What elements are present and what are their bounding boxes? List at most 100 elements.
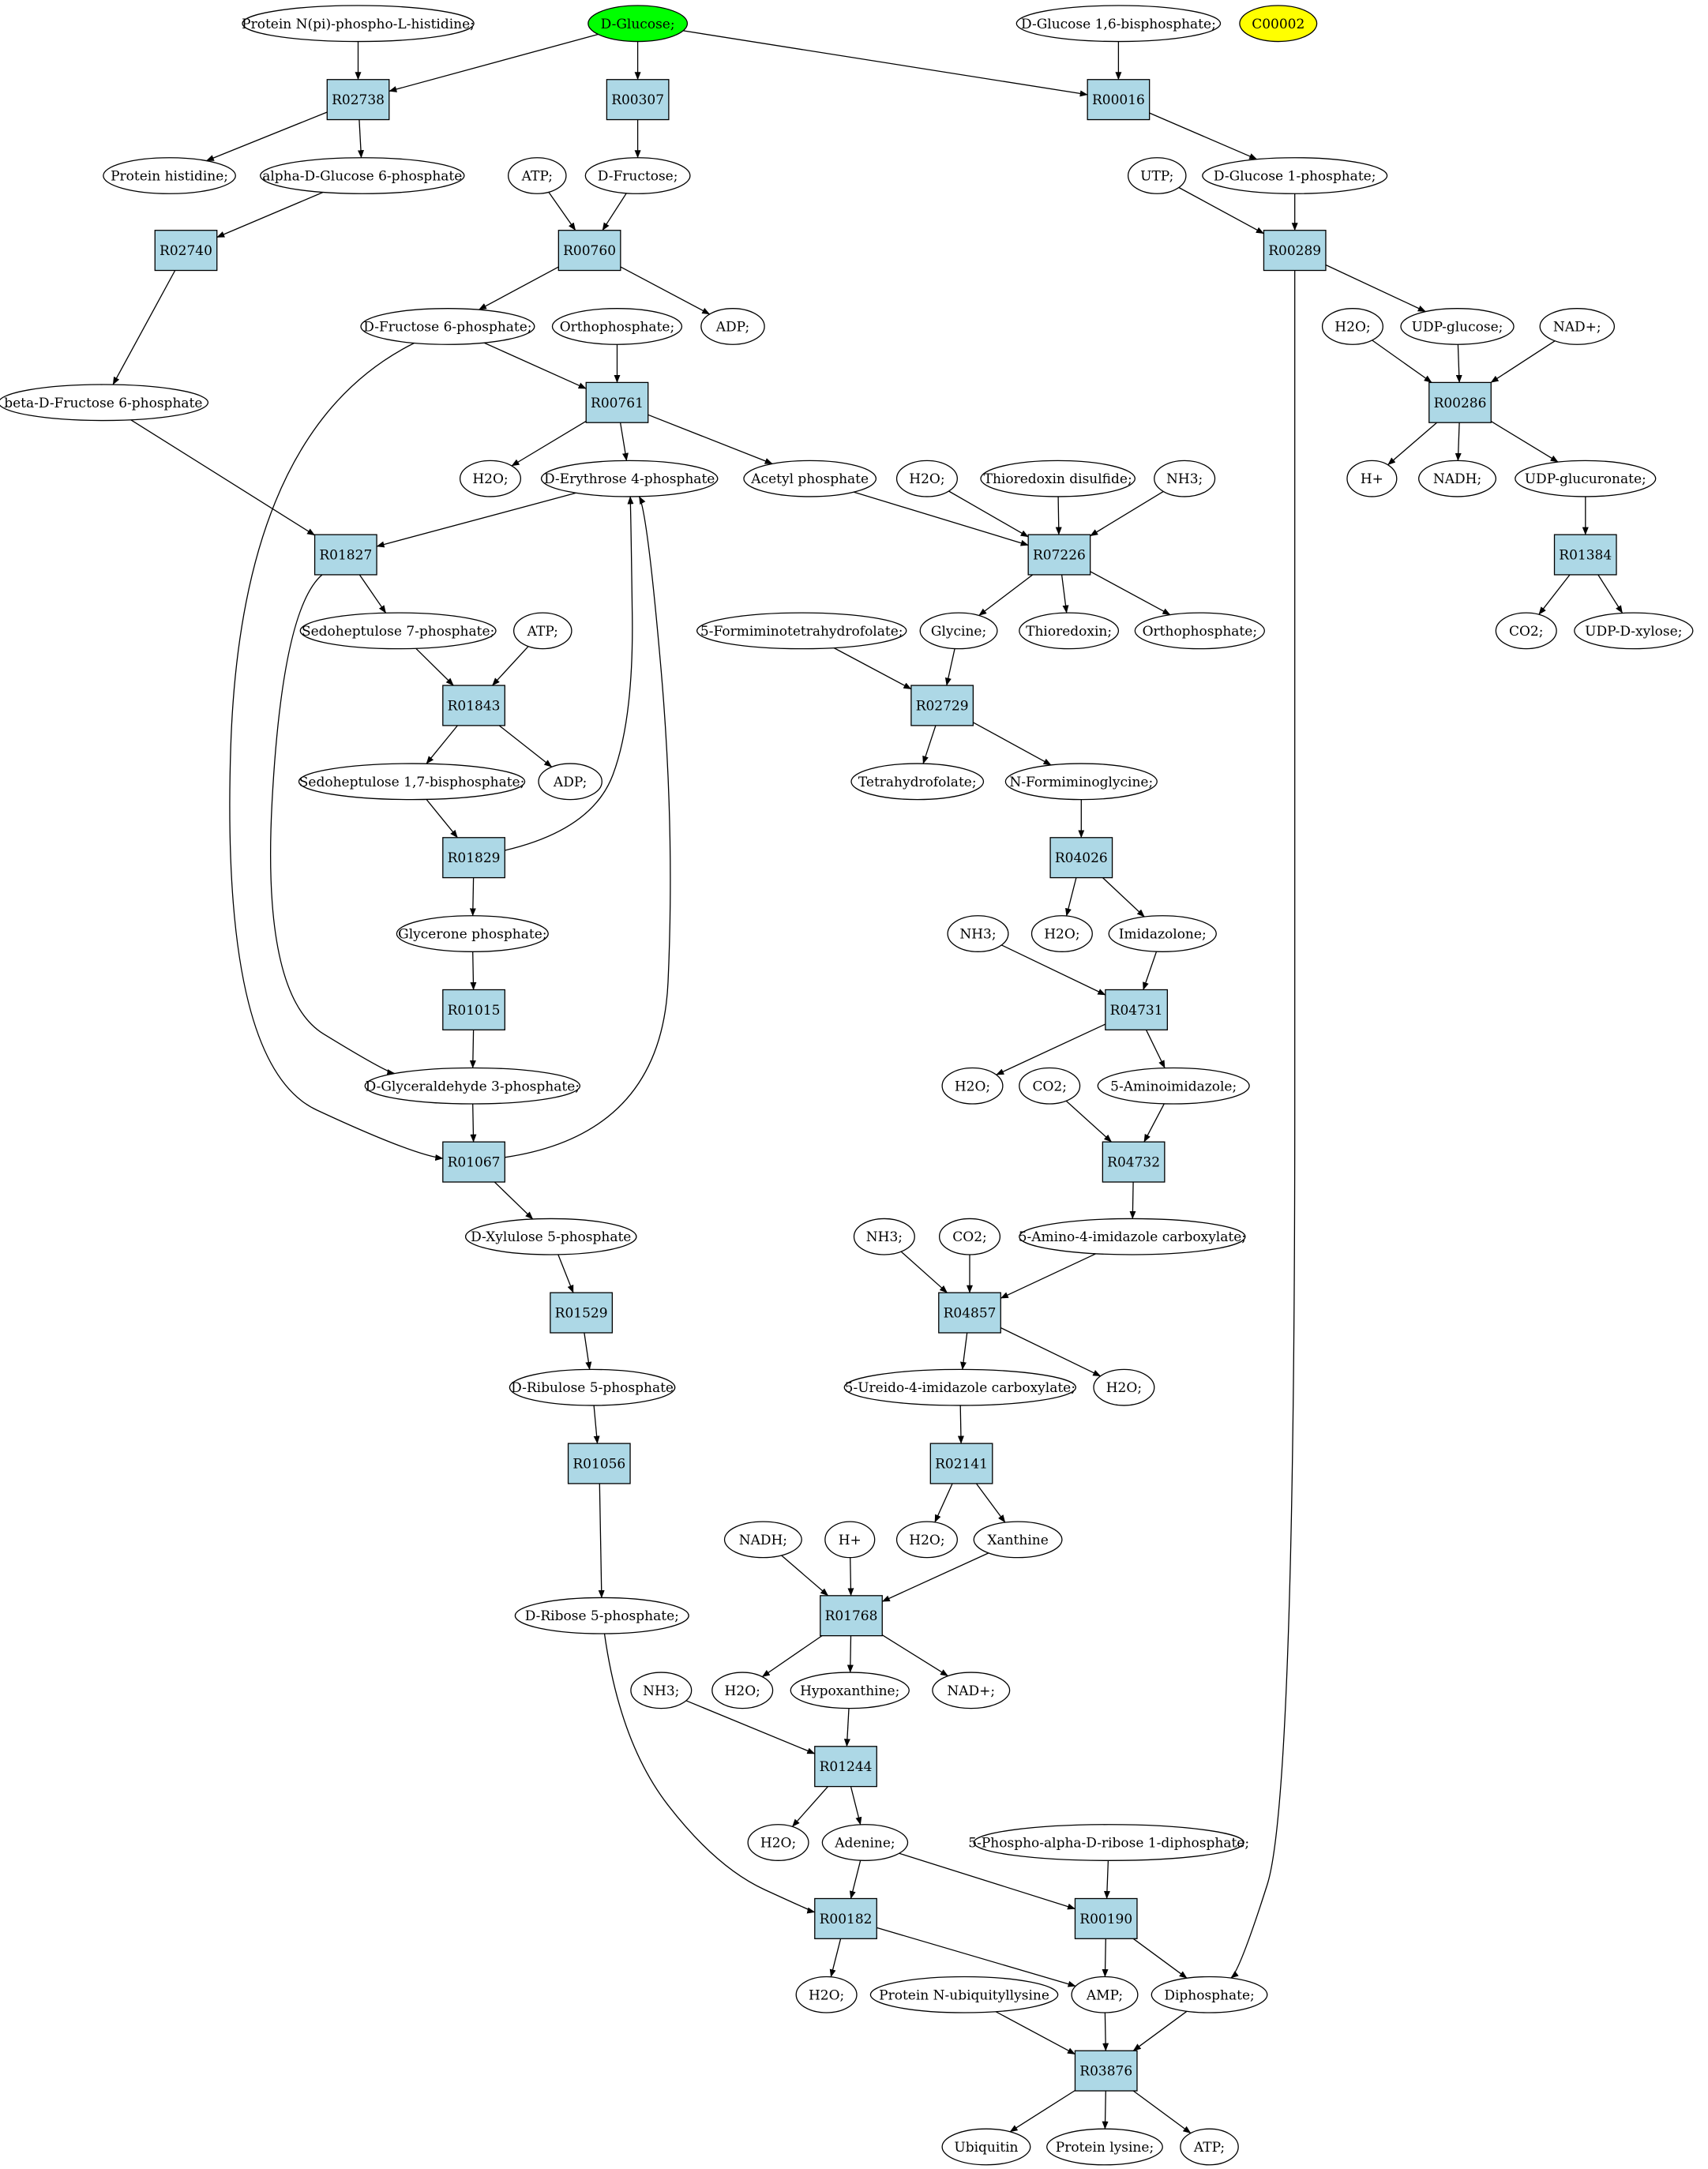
compound-node[interactable]: Ubiquitin bbox=[941, 2128, 1031, 2166]
compound-node[interactable]: ADP; bbox=[700, 308, 765, 345]
compound-node[interactable]: H2O; bbox=[895, 460, 958, 497]
compound-node[interactable]: Protein histidine; bbox=[103, 157, 236, 194]
compound-node[interactable]: NAD+; bbox=[1539, 308, 1616, 345]
reaction-node[interactable]: R01529 bbox=[550, 1292, 614, 1334]
compound-node[interactable]: CO2; bbox=[1495, 612, 1557, 650]
reaction-node[interactable]: R01829 bbox=[442, 837, 505, 879]
reaction-node[interactable]: R00307 bbox=[606, 79, 670, 121]
compound-node[interactable]: D-Glucose; bbox=[587, 5, 689, 43]
compound-node[interactable]: H2O; bbox=[1030, 915, 1093, 952]
compound-node[interactable]: CO2; bbox=[1019, 1067, 1081, 1105]
reaction-node[interactable]: R01056 bbox=[567, 1443, 631, 1484]
compound-node[interactable]: Tetrahydrofolate; bbox=[850, 763, 985, 801]
compound-node[interactable]: ATP; bbox=[508, 157, 567, 194]
compound-node[interactable]: Adenine; bbox=[821, 1824, 909, 1861]
compound-node[interactable]: Orthophosphate; bbox=[551, 308, 683, 345]
compound-node[interactable]: D-Fructose; bbox=[584, 157, 691, 194]
compound-node[interactable]: UDP-D-xylose; bbox=[1574, 612, 1694, 650]
compound-node[interactable]: Orthophosphate; bbox=[1134, 612, 1265, 650]
compound-node[interactable]: NADH; bbox=[1418, 460, 1497, 497]
compound-node[interactable]: D-Xylulose 5-phosphate bbox=[464, 1218, 637, 1255]
compound-node[interactable]: D-Ribulose 5-phosphate bbox=[509, 1368, 676, 1406]
reaction-node[interactable]: R03876 bbox=[1074, 2050, 1138, 2092]
reaction-node[interactable]: R01244 bbox=[814, 1746, 877, 1788]
compound-node[interactable]: H2O; bbox=[1321, 308, 1383, 345]
reaction-node[interactable]: R04731 bbox=[1105, 989, 1168, 1030]
compound-node[interactable]: D-Glyceraldehyde 3-phosphate; bbox=[364, 1067, 581, 1105]
compound-node[interactable]: H2O; bbox=[941, 1067, 1004, 1105]
reaction-node[interactable]: R00761 bbox=[585, 381, 649, 423]
reaction-node[interactable]: R01843 bbox=[442, 685, 505, 726]
compound-node[interactable]: Acetyl phosphate bbox=[743, 460, 877, 497]
compound-node[interactable]: ATP; bbox=[512, 612, 572, 650]
compound-node[interactable]: NH3; bbox=[1154, 460, 1216, 497]
compound-node[interactable]: Imidazolone; bbox=[1108, 915, 1217, 952]
reaction-node[interactable]: R04857 bbox=[938, 1292, 1001, 1334]
compound-node[interactable]: D-Glucose 1-phosphate; bbox=[1202, 157, 1388, 194]
reaction-node[interactable]: R07226 bbox=[1027, 534, 1091, 576]
reaction-node[interactable]: R00760 bbox=[557, 230, 621, 272]
reaction-node[interactable]: R02740 bbox=[154, 230, 218, 272]
reaction-node[interactable]: R01768 bbox=[820, 1595, 883, 1637]
reaction-node[interactable]: R02729 bbox=[910, 685, 974, 726]
compound-node[interactable]: Glycerone phosphate; bbox=[396, 915, 549, 952]
compound-node[interactable]: Protein N(pi)-phospho-L-histidine; bbox=[242, 5, 475, 43]
reaction-node[interactable]: R00182 bbox=[814, 1897, 877, 1939]
compound-node[interactable]: H+ bbox=[1346, 460, 1398, 497]
compound-node[interactable]: AMP; bbox=[1071, 1976, 1139, 2013]
compound-node[interactable]: Hypoxanthine; bbox=[790, 1672, 910, 1709]
compound-node[interactable]: 5-Phospho-alpha-D-ribose 1-diphosphate; bbox=[968, 1824, 1249, 1861]
compound-node[interactable]: H2O; bbox=[459, 460, 522, 497]
compound-node[interactable]: beta-D-Fructose 6-phosphate bbox=[0, 384, 209, 422]
compound-node[interactable]: D-Erythrose 4-phosphate bbox=[540, 460, 719, 497]
compound-node[interactable]: H2O; bbox=[795, 1976, 858, 2013]
reaction-node[interactable]: R02141 bbox=[929, 1443, 993, 1484]
compound-node[interactable]: alpha-D-Glucose 6-phosphate bbox=[260, 157, 465, 194]
reaction-node[interactable]: R01827 bbox=[313, 534, 377, 576]
compound-node[interactable]: ADP; bbox=[538, 763, 602, 801]
compound-node[interactable]: UDP-glucose; bbox=[1400, 308, 1515, 345]
compound-node[interactable]: NADH; bbox=[723, 1521, 802, 1559]
compound-node[interactable]: 5-Aminoimidazole; bbox=[1097, 1067, 1250, 1105]
reaction-node[interactable]: R00289 bbox=[1263, 230, 1327, 272]
compound-node[interactable]: D-Glucose 1,6-bisphosphate; bbox=[1015, 5, 1222, 43]
compound-node[interactable]: C00002 bbox=[1239, 5, 1318, 43]
compound-node[interactable]: NAD+; bbox=[932, 1672, 1011, 1709]
reaction-node[interactable]: R04732 bbox=[1102, 1141, 1166, 1183]
compound-node[interactable]: 5-Ureido-4-imidazole carboxylate; bbox=[843, 1368, 1076, 1406]
reaction-node[interactable]: R00286 bbox=[1428, 381, 1492, 423]
compound-node[interactable]: H+ bbox=[824, 1521, 876, 1559]
compound-node[interactable]: UDP-glucuronate; bbox=[1515, 460, 1657, 497]
compound-node[interactable]: ATP; bbox=[1180, 2128, 1239, 2166]
compound-node[interactable]: Thioredoxin; bbox=[1019, 612, 1120, 650]
compound-node[interactable]: Diphosphate; bbox=[1151, 1976, 1268, 2013]
compound-node[interactable]: NH3; bbox=[947, 915, 1009, 952]
reaction-node[interactable]: R00190 bbox=[1074, 1897, 1138, 1939]
compound-node[interactable]: H2O; bbox=[1093, 1368, 1155, 1406]
reaction-node[interactable]: R02738 bbox=[326, 79, 390, 121]
compound-node[interactable]: D-Ribose 5-phosphate; bbox=[514, 1597, 689, 1634]
reaction-node[interactable]: R01384 bbox=[1553, 534, 1617, 576]
compound-node[interactable]: 5-Formiminotetrahydrofolate; bbox=[696, 612, 907, 650]
compound-node[interactable]: Sedoheptulose 7-phosphate; bbox=[299, 612, 497, 650]
compound-node[interactable]: 5-Amino-4-imidazole carboxylate; bbox=[1019, 1218, 1246, 1255]
compound-node[interactable]: D-Fructose 6-phosphate; bbox=[360, 308, 535, 345]
compound-node[interactable]: Thioredoxin disulfide; bbox=[980, 460, 1136, 497]
compound-node[interactable]: H2O; bbox=[895, 1521, 958, 1559]
compound-node[interactable]: NH3; bbox=[853, 1218, 915, 1255]
reaction-node[interactable]: R04026 bbox=[1049, 837, 1113, 879]
compound-node[interactable]: H2O; bbox=[747, 1824, 809, 1861]
reaction-node[interactable]: R00016 bbox=[1087, 79, 1151, 121]
compound-node[interactable]: UTP; bbox=[1127, 157, 1187, 194]
compound-node[interactable]: H2O; bbox=[711, 1672, 774, 1709]
compound-node[interactable]: Xanthine bbox=[973, 1521, 1063, 1559]
compound-node[interactable]: Sedoheptulose 1,7-bisphosphate; bbox=[298, 763, 526, 801]
reaction-node[interactable]: R01015 bbox=[442, 989, 505, 1030]
compound-node[interactable]: Protein N-ubiquityllysine bbox=[869, 1976, 1059, 2013]
compound-node[interactable]: Protein lysine; bbox=[1046, 2128, 1163, 2166]
compound-node[interactable]: Glycine; bbox=[919, 612, 998, 650]
compound-node[interactable]: CO2; bbox=[938, 1218, 1001, 1255]
reaction-node[interactable]: R01067 bbox=[442, 1141, 505, 1183]
compound-node[interactable]: N-Formiminoglycine; bbox=[1004, 763, 1158, 801]
compound-node[interactable]: NH3; bbox=[630, 1672, 693, 1709]
